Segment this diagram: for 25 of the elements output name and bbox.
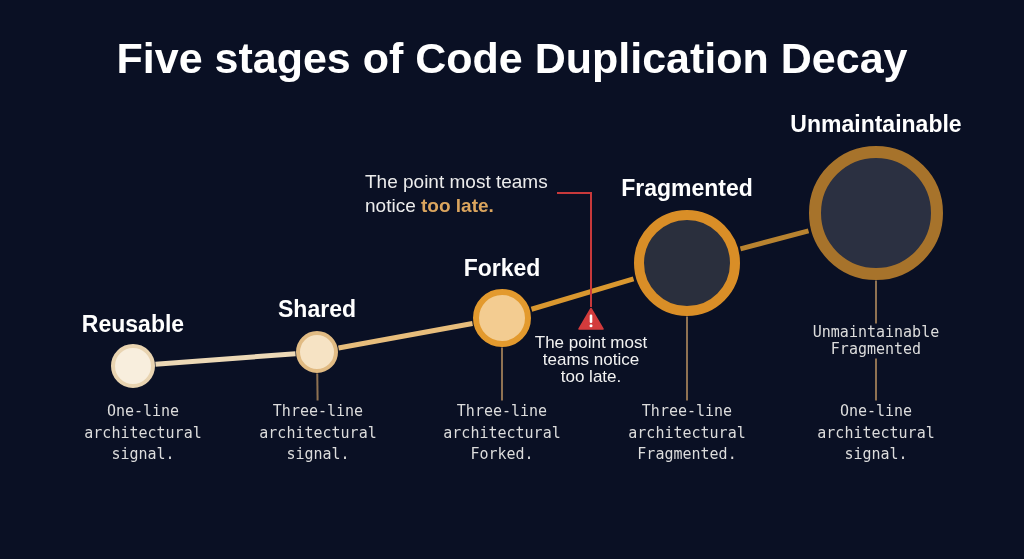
stage-description: Three-line architectural signal. [243,401,393,466]
stage-description: One-line architectural signal. [801,401,951,466]
timeline-curve [338,320,473,351]
warning-note: The point most teams notice too late. [533,334,649,385]
stage-title: Fragmented [621,174,753,202]
leader-line [875,357,877,402]
title: Five stages of Code Duplication Decay [116,37,908,80]
leader-line [501,346,503,402]
callout-text: The point most teams notice too late. [365,170,557,218]
stage-note: Unmaintainable Fragmented [801,324,951,358]
leader-line [686,315,688,402]
timeline-curve [739,228,810,252]
leader-line [316,372,319,402]
warning-icon [578,307,604,330]
timeline-curve [155,351,296,367]
stage-title: Forked [463,254,541,282]
stage-title: Reusable [81,310,185,338]
leader-line [875,279,877,325]
stage-title: Unmaintainable [790,110,962,138]
timeline-curve [530,276,635,312]
stage-title: Shared [278,295,356,323]
stage-description: One-line architectural signal. [83,401,203,465]
stage-description: Three-line architectural Forked. [427,401,577,466]
leader-line [556,192,592,308]
stage-description: Three-line architectural Fragmented. [612,401,762,466]
